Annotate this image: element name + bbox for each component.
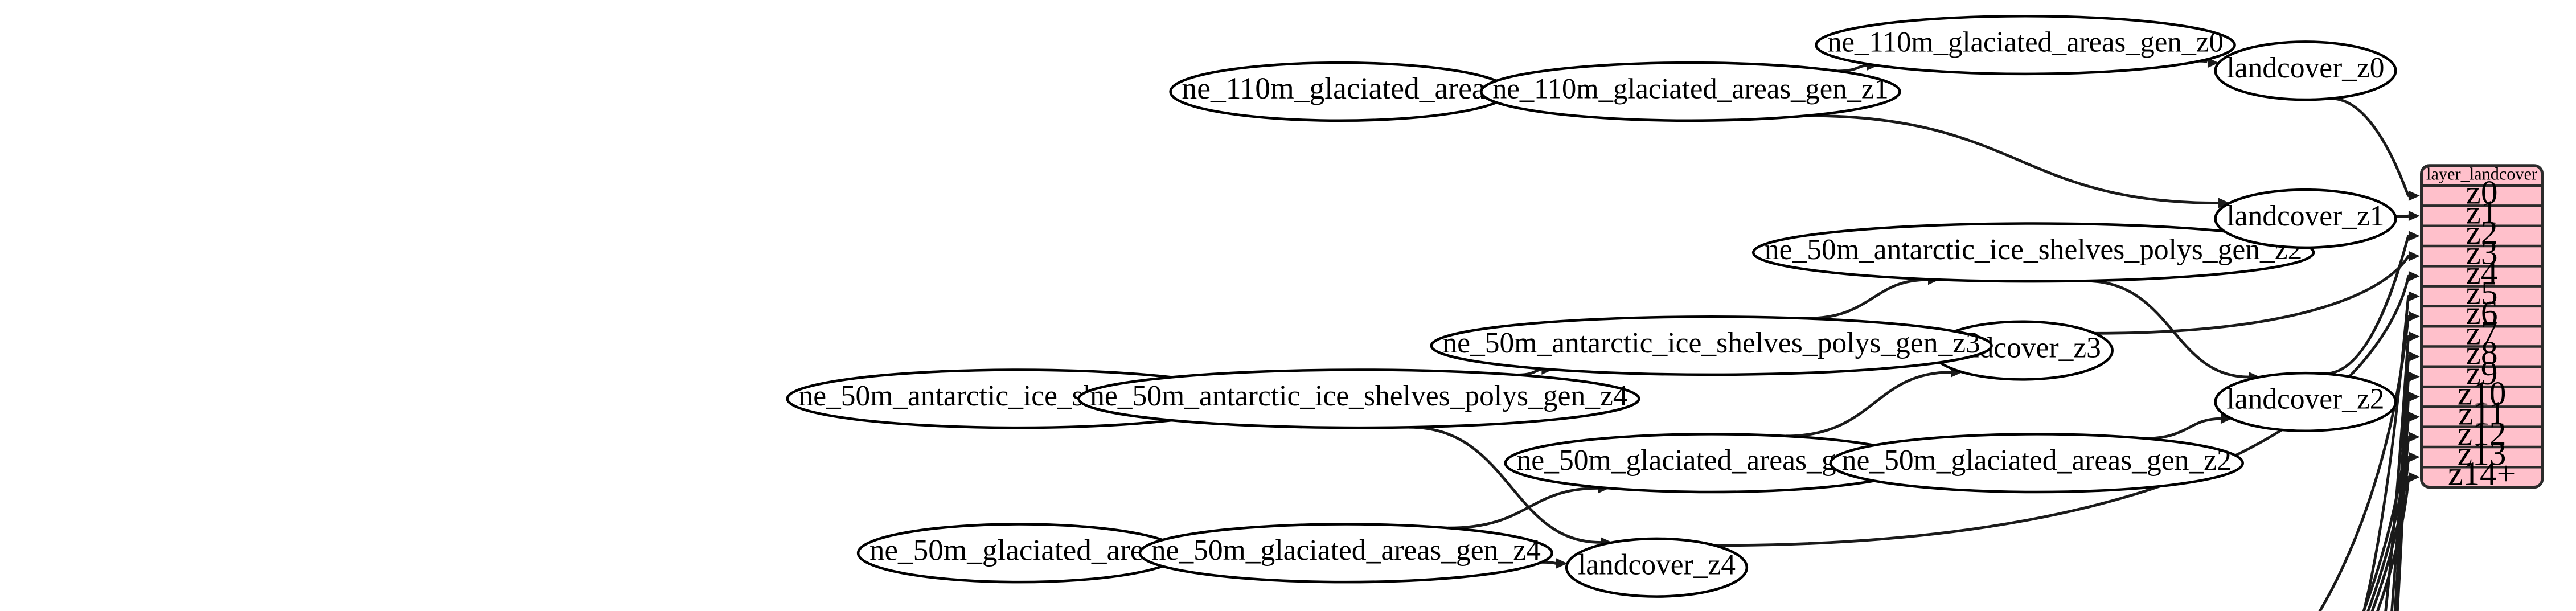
edge-ne_50m_antarctic_ice_shelves_polys_gen_z3-to-ne_50m_antarctic_ice_shelves_polys_gen_z2 <box>1805 278 1929 320</box>
node-ne_110m_glaciated_areas[interactable]: ne_110m_glaciated_areas <box>1169 61 1510 122</box>
edge-arrowhead <box>2408 231 2420 241</box>
node-landcover_z4[interactable]: landcover_z4 <box>1565 537 1749 598</box>
node-label: ne_110m_glaciated_areas_gen_z1 <box>1492 73 1889 105</box>
node-shape <box>2214 40 2397 101</box>
node-label: landcover_z2 <box>2226 383 2384 416</box>
edge-landcover_z5-to-record-row-z5 <box>2362 294 2410 611</box>
record-title: layer_landcover <box>2426 164 2537 183</box>
node-landcover_z0[interactable]: landcover_z0 <box>2214 40 2397 101</box>
edge-arrowhead <box>2408 351 2420 362</box>
node-shape <box>1480 61 1901 122</box>
edge-osm_landcover_gen_z13-to-record-row-z13 <box>2370 456 2410 611</box>
node-shape <box>1565 537 1749 598</box>
edge-arrowhead <box>2408 452 2420 462</box>
node-shape <box>1138 523 1553 584</box>
edge-arrowhead <box>2220 413 2232 424</box>
edge-osm_landcover_polygon-to-record-row-z14+ <box>2376 475 2410 611</box>
node-ne_50m_antarctic_ice_shelves_polys_gen_z3[interactable]: ne_50m_antarctic_ice_shelves_polys_gen_z… <box>1430 315 1993 376</box>
node-label: ne_50m_glaciated_areas_gen_z2 <box>1842 444 2232 477</box>
edge-arrowhead <box>2408 331 2420 342</box>
node-label: ne_50m_glaciated_areas_gen_z4 <box>1151 534 1541 567</box>
edge-landcover_z2-to-record-row-z2 <box>2325 234 2410 375</box>
node-ne_50m_glaciated_areas_gen_z4[interactable]: ne_50m_glaciated_areas_gen_z4 <box>1138 523 1553 584</box>
edge-arrowhead <box>2408 471 2420 482</box>
edge-ne_50m_glaciated_areas_gen_z4-to-ne_50m_glaciated_areas_gen_z3 <box>1448 486 1598 530</box>
node-shape <box>2214 188 2397 249</box>
edge-arrowhead <box>2207 58 2219 68</box>
node-label: landcover_z4 <box>1578 549 1736 581</box>
node-ne_110m_glaciated_areas_gen_z1[interactable]: ne_110m_glaciated_areas_gen_z1 <box>1480 61 1901 122</box>
edge-landcover_z0-to-record-row-z0 <box>2331 97 2410 198</box>
node-shape <box>1815 14 2236 76</box>
node-label: landcover_z1 <box>2226 200 2384 232</box>
node-ne_50m_antarctic_ice_shelves_polys_gen_z4[interactable]: ne_50m_antarctic_ice_shelves_polys_gen_z… <box>1077 368 1640 429</box>
node-label: ne_50m_antarctic_ice_shelves_polys_gen_z… <box>1090 380 1628 412</box>
edge-landcover_z6-to-record-row-z6 <box>2318 315 2410 611</box>
edge-osm_landcover_gen_z12-to-record-row-z12 <box>2366 435 2410 611</box>
edge-arrowhead <box>2408 211 2420 222</box>
edge-arrowhead <box>2408 432 2420 442</box>
node-ne_50m_glaciated_areas_gen_z2[interactable]: ne_50m_glaciated_areas_gen_z2 <box>1829 433 2244 494</box>
node-label: ne_50m_glaciated_areas <box>869 534 1169 567</box>
node-shape <box>1829 433 2244 494</box>
record-node-layer: layer_landcoverz0z1z2z3z4z5z6z7z8z9z10z1… <box>2420 164 2544 493</box>
record-row-z14+[interactable]: z14+ <box>2448 455 2516 493</box>
node-label: ne_50m_antarctic_ice_shelves_polys_gen_z… <box>1442 327 1980 359</box>
node-label: ne_110m_glaciated_areas <box>1182 71 1497 105</box>
edge-arrowhead <box>1556 558 1568 569</box>
edge-arrowhead <box>2408 270 2420 282</box>
edge-arrowhead <box>2408 291 2420 302</box>
edge-arrowhead <box>2408 251 2420 261</box>
edge-ne_110m_glaciated_areas_gen_z1-to-ne_110m_glaciated_areas_gen_z0 <box>1837 64 1867 73</box>
node-ne_50m_glaciated_areas[interactable]: ne_50m_glaciated_areas <box>856 523 1182 584</box>
nodes-layer: imposm3osm_landcover_polygonsimplify_vw_… <box>786 14 2397 598</box>
node-shape <box>1430 315 1993 376</box>
edge-ne_50m_antarctic_ice_shelves_polys_gen_z2-to-landcover_z2 <box>2085 279 2249 379</box>
edge-ne_50m_glaciated_areas_gen_z3-to-landcover_z3 <box>1786 371 1951 438</box>
edge-arrowhead <box>2218 198 2230 208</box>
node-label: ne_50m_antarctic_ice_shelves_polys_gen_z… <box>1765 233 2303 266</box>
edge-ne_50m_antarctic_ice_shelves_polys_gen_z4-to-landcover_z4 <box>1409 425 1601 544</box>
edge-osm_landcover_gen_z7-to-record-row-z7 <box>2384 335 2410 611</box>
edge-ne_50m_glaciated_areas_gen_z2-to-landcover_z2 <box>2145 417 2221 440</box>
edge-landcover_z3-to-record-row-z3 <box>2094 255 2410 335</box>
node-shape <box>1751 222 2315 283</box>
node-shape <box>2214 371 2397 433</box>
node-ne_110m_glaciated_areas_gen_z0[interactable]: ne_110m_glaciated_areas_gen_z0 <box>1815 14 2236 76</box>
edge-ne_110m_glaciated_areas_gen_z1-to-landcover_z1 <box>1807 114 2219 204</box>
node-ne_50m_antarctic_ice_shelves_polys_gen_z2[interactable]: ne_50m_antarctic_ice_shelves_polys_gen_z… <box>1751 222 2315 283</box>
edge-arrowhead <box>2408 371 2420 382</box>
edge-arrowhead <box>2408 391 2420 402</box>
edge-arrowhead <box>2408 412 2420 423</box>
node-label: ne_110m_glaciated_areas_gen_z0 <box>1827 26 2224 58</box>
node-landcover_z1[interactable]: landcover_z1 <box>2214 188 2397 249</box>
node-label: landcover_z0 <box>2226 52 2384 84</box>
edge-arrowhead <box>2408 190 2420 201</box>
edge-arrowhead <box>2408 311 2420 322</box>
node-shape <box>1077 368 1640 429</box>
node-landcover_z2[interactable]: landcover_z2 <box>2214 371 2397 433</box>
edge-osm_landcover_gen_z11-to-record-row-z11 <box>2362 415 2410 611</box>
